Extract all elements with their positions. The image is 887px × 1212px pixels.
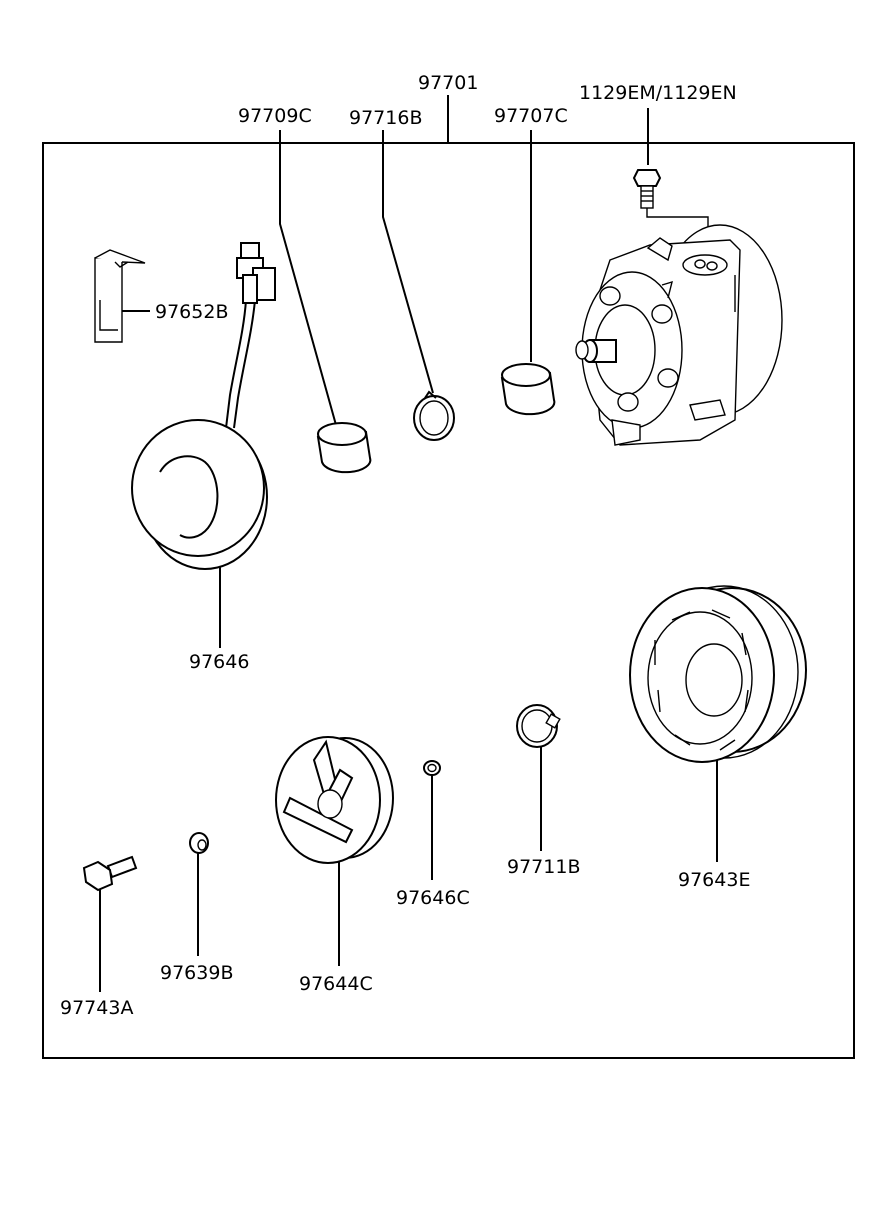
label-97743a: 97743A	[60, 997, 133, 1019]
snap-ring-97716b-icon	[413, 390, 455, 441]
label-97716b: 97716B	[349, 107, 422, 129]
pulley-97643e-icon	[629, 585, 807, 763]
label-97644c: 97644C	[299, 973, 373, 995]
bolt-97743a-icon	[82, 855, 138, 892]
compressor-icon	[575, 224, 783, 446]
hub-97644c-icon	[275, 736, 394, 864]
washer-97646c-icon	[423, 760, 441, 776]
label-97652b: 97652B	[155, 301, 228, 323]
bracket-97652b-icon	[94, 249, 146, 343]
shim-97707c-icon	[500, 363, 556, 416]
label-97711b: 97711B	[507, 856, 580, 878]
label-97639b: 97639B	[160, 962, 233, 984]
label-1129em-1129en: 1129EM/1129EN	[579, 82, 737, 104]
label-97709c: 97709C	[238, 105, 312, 127]
label-97643e: 97643E	[678, 869, 750, 891]
coil-97646-icon	[131, 242, 276, 570]
label-97707c: 97707C	[494, 105, 568, 127]
nut-97639b-icon	[189, 832, 209, 854]
leader-lines	[99, 108, 718, 992]
snap-ring-97711b-icon	[516, 704, 561, 748]
shim-97709c-icon	[316, 422, 372, 474]
bolt-1129em-icon	[632, 169, 709, 240]
label-97646: 97646	[189, 651, 249, 673]
label-97701: 97701	[418, 72, 478, 94]
label-97646c: 97646C	[396, 887, 470, 909]
